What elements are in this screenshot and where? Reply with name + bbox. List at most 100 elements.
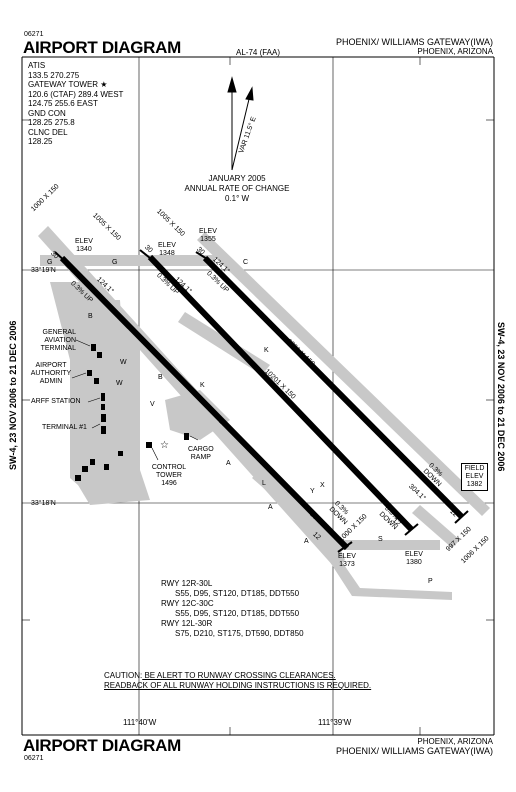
taxiway-se-2 (330, 556, 452, 600)
runway-layer (59, 254, 465, 551)
apron-south (75, 470, 150, 505)
taxiway-se-3 (412, 505, 460, 548)
chart-id-bottom: 06271 (24, 755, 44, 762)
side-label-right: SW-4, 23 NOV 2006 to 21 DEC 2006 (496, 322, 506, 472)
building-layer (75, 344, 189, 481)
cargo-ramp-area (165, 390, 230, 440)
taxiway-label: P (428, 578, 433, 585)
airport-name-top-text: PHOENIX/ WILLIAMS GATEWAY (335, 37, 471, 47)
taxiway-label: S (378, 536, 383, 543)
lat-label-2: 33°18'N (31, 500, 56, 507)
taxiway-label: G (112, 259, 118, 266)
arff-station-label: ARFF STATION (31, 398, 81, 405)
leader-lines (71, 339, 199, 461)
magnetic-rate-value: 0.1° W (224, 194, 250, 203)
caution-prefix: CAUTION: (104, 671, 143, 680)
airport-name-bottom: PHOENIX/ WILLIAMS GATEWAY(IWA) (336, 746, 493, 756)
freq-line: 128.25 275.8 (28, 118, 75, 127)
tower-star-icon: ☆ (160, 440, 169, 451)
r2-elev-nw: ELEV 1348 (158, 242, 176, 257)
runway-12r-30l (59, 255, 350, 551)
taxiway-label: V (150, 401, 155, 408)
airport-code-top: (IWA) (470, 37, 493, 47)
caution-note: CAUTION: BE ALERT TO RUNWAY CROSSING CLE… (104, 671, 371, 691)
city-top: PHOENIX, ARIZONA (417, 47, 493, 56)
lat-label-1: 33°19'N (31, 267, 56, 274)
faa-code: AL-74 (FAA) (236, 48, 281, 57)
lon-label-1: 111°40'W (123, 718, 157, 727)
building-south-3 (75, 475, 81, 481)
control-tower-label: CONTROL TOWER 1496 (151, 464, 187, 487)
building-admin-2 (94, 378, 99, 384)
cargo-ramp-label: CARGO RAMP (188, 446, 214, 461)
airport-name-bottom-text: PHOENIX/ WILLIAMS GATEWAY (335, 746, 471, 756)
frequency-block: ATIS 133.5 270.275 GATEWAY TOWER ★ 120.6… (28, 61, 123, 147)
taxiway-label: K (200, 382, 205, 389)
building-arff-2 (101, 404, 105, 410)
strength-spec: S55, D95, ST120, DT185, DDT550 (175, 609, 300, 618)
runway-12c-30c (147, 254, 415, 533)
airport-name-top: PHOENIX/ WILLIAMS GATEWAY(IWA) (336, 37, 493, 47)
freq-line: CLNC DEL (28, 127, 68, 137)
grid-ticks (22, 57, 494, 735)
caution-line-2: READBACK OF ALL RUNWAY HOLDING INSTRUCTI… (104, 681, 372, 690)
building-arff-1 (101, 393, 105, 401)
taxiway-label: A (304, 538, 309, 545)
r1-elev-nw: ELEV 1340 (75, 238, 93, 253)
ga-terminal-label: GENERAL AVIATION TERMINAL (40, 329, 76, 352)
freq-line: GND CON (28, 108, 66, 118)
taxiway-parallel-east (197, 232, 490, 516)
caution-line-1: CAUTION: BE ALERT TO RUNWAY CROSSING CLE… (104, 671, 371, 681)
building-south-4 (104, 464, 109, 470)
building-admin-1 (87, 370, 92, 376)
field-elevation-box: FIELD ELEV 1382 (461, 463, 488, 491)
taxiway-label: A (268, 504, 273, 511)
lon-label-2: 111°39'W (318, 718, 352, 727)
strength-rwy: RWY 12L-30R (161, 619, 213, 628)
north-arrow (227, 76, 254, 171)
building-t1-2 (101, 426, 106, 434)
side-label-left: SW-4, 23 NOV 2006 to 21 DEC 2006 (8, 320, 18, 470)
strength-rwy: RWY 12C-30C (161, 599, 214, 608)
chart-title-bottom: AIRPORT DIAGRAM (23, 736, 181, 755)
taxiway-label: Y (310, 488, 315, 495)
runway-12l-30r (202, 255, 465, 520)
magnetic-date: JANUARY 2005 (208, 174, 266, 183)
airport-code-bottom: (IWA) (470, 746, 493, 756)
taxiway-g (40, 255, 215, 266)
freq-line: GATEWAY TOWER ★ (28, 80, 108, 89)
taxiway-label: A (226, 460, 231, 467)
taxiway-label: L (262, 480, 266, 487)
taxiway-label: X (320, 482, 325, 489)
runway-ends (54, 249, 469, 553)
freq-line: 124.75 255.6 EAST (28, 99, 98, 108)
freq-line: 120.6 (CTAF) 289.4 WEST (28, 89, 124, 99)
strength-spec: S55, D95, ST120, DT185, DDT550 (175, 589, 300, 598)
taxiway-label: B (88, 313, 93, 320)
building-south-2 (82, 466, 88, 472)
field-elev-text: FIELD ELEV 1382 (464, 465, 485, 488)
freq-line: ATIS (28, 61, 46, 70)
airport-admin-label: AIRPORT AUTHORITY ADMIN (30, 362, 72, 385)
taxiway-label: W (116, 380, 123, 387)
taxiway-label: C (243, 259, 249, 266)
r3-elev-nw: ELEV 1355 (199, 228, 217, 243)
building-south-1 (90, 459, 95, 465)
strength-spec: S75, D210, ST175, DT590, DDT850 (175, 629, 304, 638)
taxiway-label: W (120, 359, 127, 366)
strength-rwy: RWY 12R-30L (161, 579, 213, 588)
city-bottom: PHOENIX, ARIZONA (417, 737, 493, 746)
building-south-5 (118, 451, 123, 456)
building-ga-2 (97, 352, 102, 358)
magnetic-rate-label: ANNUAL RATE OF CHANGE (184, 184, 290, 193)
taxiway-w (100, 300, 130, 480)
taxiway-label: G (47, 259, 53, 266)
building-ga-1 (91, 344, 96, 351)
chart-id-top: 06271 (24, 31, 44, 38)
caution-text-1: BE ALERT TO RUNWAY CROSSING CLEARANCES. (142, 671, 336, 680)
freq-line: 133.5 270.275 (28, 70, 80, 80)
r1-elev-se: ELEV 1373 (338, 553, 356, 568)
taxiway-label: K (264, 347, 269, 354)
freq-line: 128.25 (28, 137, 53, 146)
